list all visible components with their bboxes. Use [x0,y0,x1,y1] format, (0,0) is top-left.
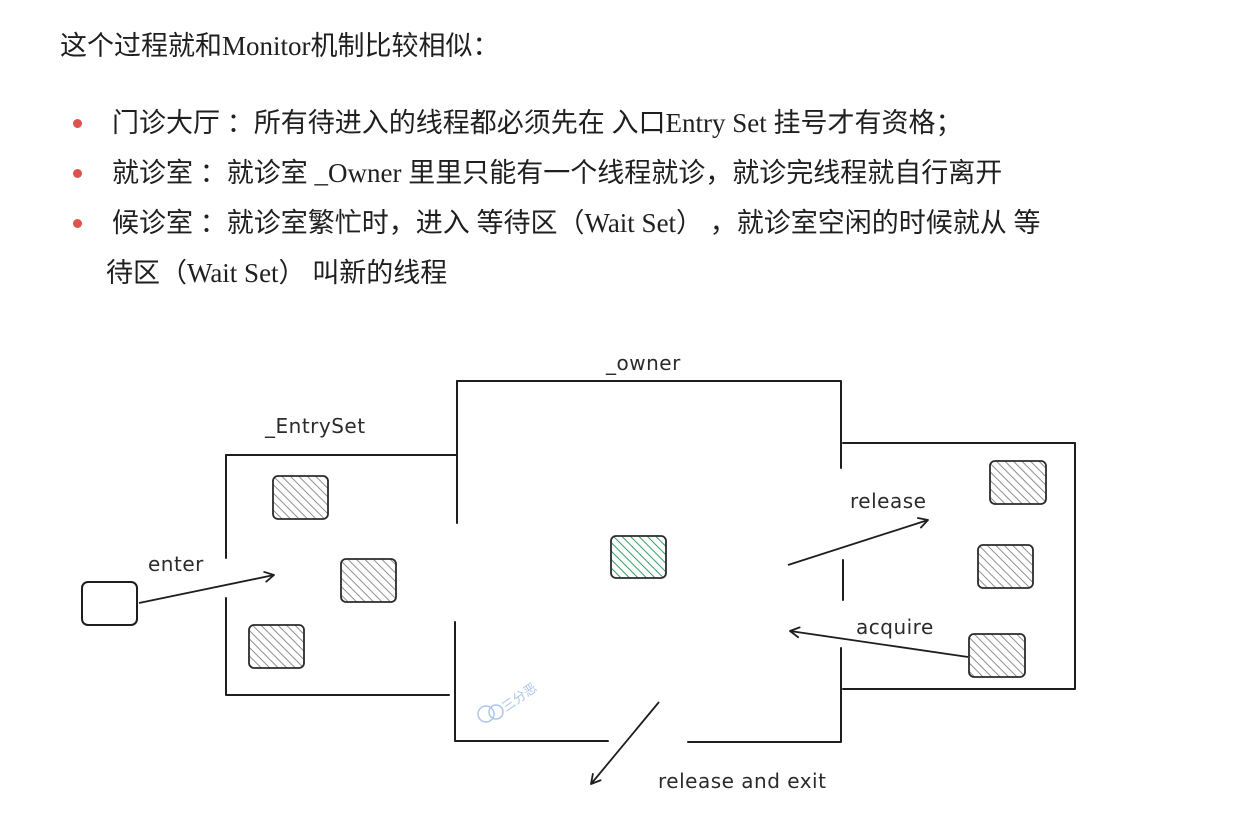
waitset-box [842,442,1076,690]
entry-thread-3 [248,624,305,669]
release-label: release [850,489,926,513]
wait-thread-2 [977,544,1034,589]
list-item: 候诊室 ：就诊室繁忙时，进入 等待区（Wait Set） ，就诊室空闲的时候就从… [60,198,1180,298]
owner-label: _owner [605,351,681,375]
list-item-continuation: 待区（Wait Set） 叫新的线程 [106,258,448,288]
wait-thread-3 [968,633,1026,678]
bullet-list: 门诊大厅 ：所有待进入的线程都必须先在 入口Entry Set 挂号才有资格； … [60,98,1180,298]
list-item: 就诊室 ：就诊室 _Owner 里里只能有一个线程就诊，就诊完线程就自行离开 [60,148,1180,198]
owner-box [454,380,844,743]
watermark-text: 三分恶 [500,681,541,716]
list-item: 门诊大厅 ：所有待进入的线程都必须先在 入口Entry Set 挂号才有资格； [60,98,1180,148]
list-item-text: 就诊室 ：就诊室 _Owner 里里只能有一个线程就诊，就诊完线程就自行离开 [112,158,1003,188]
enter-arrow [138,571,275,604]
list-item-text: 候诊室 ：就诊室繁忙时，进入 等待区（Wait Set） ，就诊室空闲的时候就从… [112,208,1041,238]
acquire-arrow [789,626,969,658]
release-exit-arrow [590,701,660,785]
intro-text: 这个过程就和Monitor机制比较相似： [60,31,500,61]
enter-label: enter [148,552,204,576]
watermark-logo-icon [477,705,495,723]
bullet-dot-icon [73,219,82,228]
release-exit-label: release and exit [658,769,826,793]
entry-thread-1 [272,475,329,520]
entry-thread-2 [340,558,397,603]
wait-thread-1 [989,460,1047,505]
acquire-label: acquire [856,615,934,639]
watermark: 三分恶 [477,681,541,723]
bullet-dot-icon [73,169,82,178]
bullet-dot-icon [73,119,82,128]
release-arrow [787,517,929,566]
list-item-text: 门诊大厅 ：所有待进入的线程都必须先在 入口Entry Set 挂号才有资格； [112,108,963,138]
entryset-label: _EntrySet [264,414,366,438]
entryset-box [225,454,458,696]
owner-thread [610,535,667,579]
incoming-thread [81,581,138,626]
monitor-diagram: _owner _EntrySet enter release acquire r… [81,351,1076,793]
